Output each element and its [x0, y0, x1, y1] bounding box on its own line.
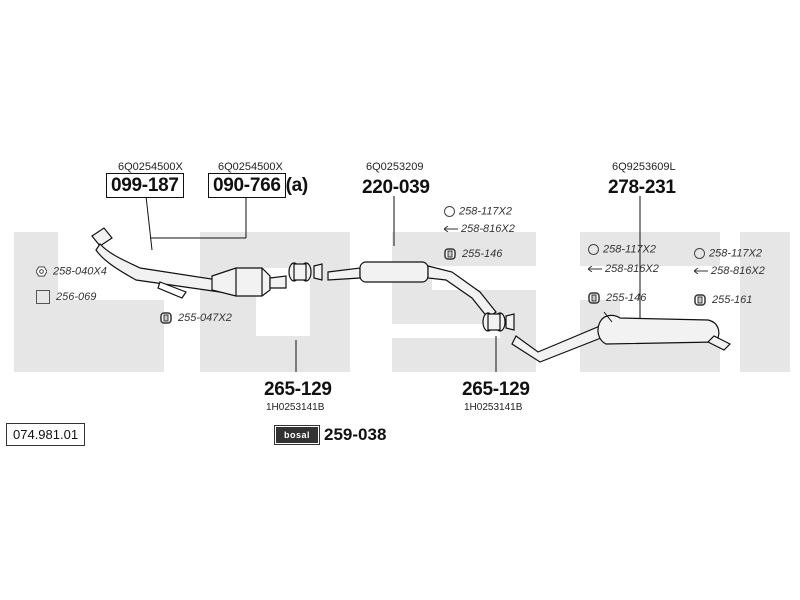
hardware-item: 255-161 [694, 294, 752, 306]
hardware-code: 258-117X2 [459, 205, 513, 218]
hardware-item: 255-146 [444, 248, 502, 260]
kit-part-number: 259-038 [324, 425, 387, 444]
part-number-box: 099-187 [106, 173, 184, 198]
hardware-code: 258-816X2 [461, 223, 515, 235]
ring-icon [444, 206, 455, 217]
hardware-code: 256-069 [56, 290, 97, 303]
part-number: 099-187 [106, 173, 184, 198]
part-number: 090-766(a) [208, 173, 309, 198]
front-clamp [288, 262, 323, 282]
part-number: 220-039 [362, 177, 430, 198]
hardware-item: 258-816X2 [588, 264, 659, 275]
hardware-code: 258-117X2 [603, 243, 657, 256]
bosal-logo: bosal [273, 425, 321, 445]
part-number-box: 090-766 [208, 173, 286, 198]
hardware-code: 258-040X4 [53, 265, 107, 278]
rubber-hanger-icon [160, 312, 172, 324]
catalog-number: 074.981.01 [6, 423, 86, 446]
clip-icon [588, 266, 602, 273]
ring-icon [588, 244, 599, 255]
clip-icon [694, 268, 708, 275]
part-number: 265-129 [264, 379, 332, 400]
hardware-code: 258-117X2 [709, 247, 763, 260]
ring-icon [694, 248, 705, 259]
hardware-item: 258-816X2 [444, 224, 515, 235]
part-number: 278-231 [608, 177, 676, 198]
oem-code: 6Q9253609L [612, 161, 676, 173]
hardware-item: 258-816X2 [694, 266, 765, 277]
rubber-hanger-icon [444, 248, 456, 260]
clip-icon [444, 226, 458, 233]
rubber-hanger-icon [694, 294, 706, 306]
oem-code: 6Q0254500X [218, 161, 283, 173]
rubber-hanger-icon [588, 292, 600, 304]
oem-code: 6Q0253209 [366, 161, 424, 173]
hardware-item: 258-117X2 [444, 206, 512, 217]
hardware-code: 255-146 [606, 291, 647, 304]
mounting-kit: bosal 259-038 [273, 425, 387, 445]
hardware-item: 258-117X2 [694, 248, 762, 259]
rear-clamp [482, 312, 515, 332]
hardware-item: 255-047X2 [160, 312, 232, 324]
gasket-icon [36, 290, 50, 304]
hardware-code: 258-816X2 [605, 263, 659, 275]
nut-icon [36, 266, 47, 277]
oem-code: 6Q0254500X [118, 161, 183, 173]
hardware-item: 255-146 [588, 292, 646, 304]
oem-code: 1H0253141B [266, 402, 325, 413]
hardware-code: 255-146 [462, 247, 503, 260]
hardware-item: 258-040X4 [36, 266, 107, 277]
part-suffix: (a) [285, 175, 309, 196]
hardware-code: 255-047X2 [178, 311, 232, 324]
hardware-code: 255-161 [712, 293, 753, 306]
hardware-code: 258-816X2 [711, 265, 765, 277]
middle-silencer [327, 261, 497, 319]
part-number: 265-129 [462, 379, 530, 400]
catalytic-converter [211, 267, 287, 297]
hardware-item: 256-069 [36, 290, 96, 304]
rear-silencer [511, 314, 732, 363]
oem-code: 1H0253141B [464, 402, 523, 413]
hardware-item: 258-117X2 [588, 244, 656, 255]
